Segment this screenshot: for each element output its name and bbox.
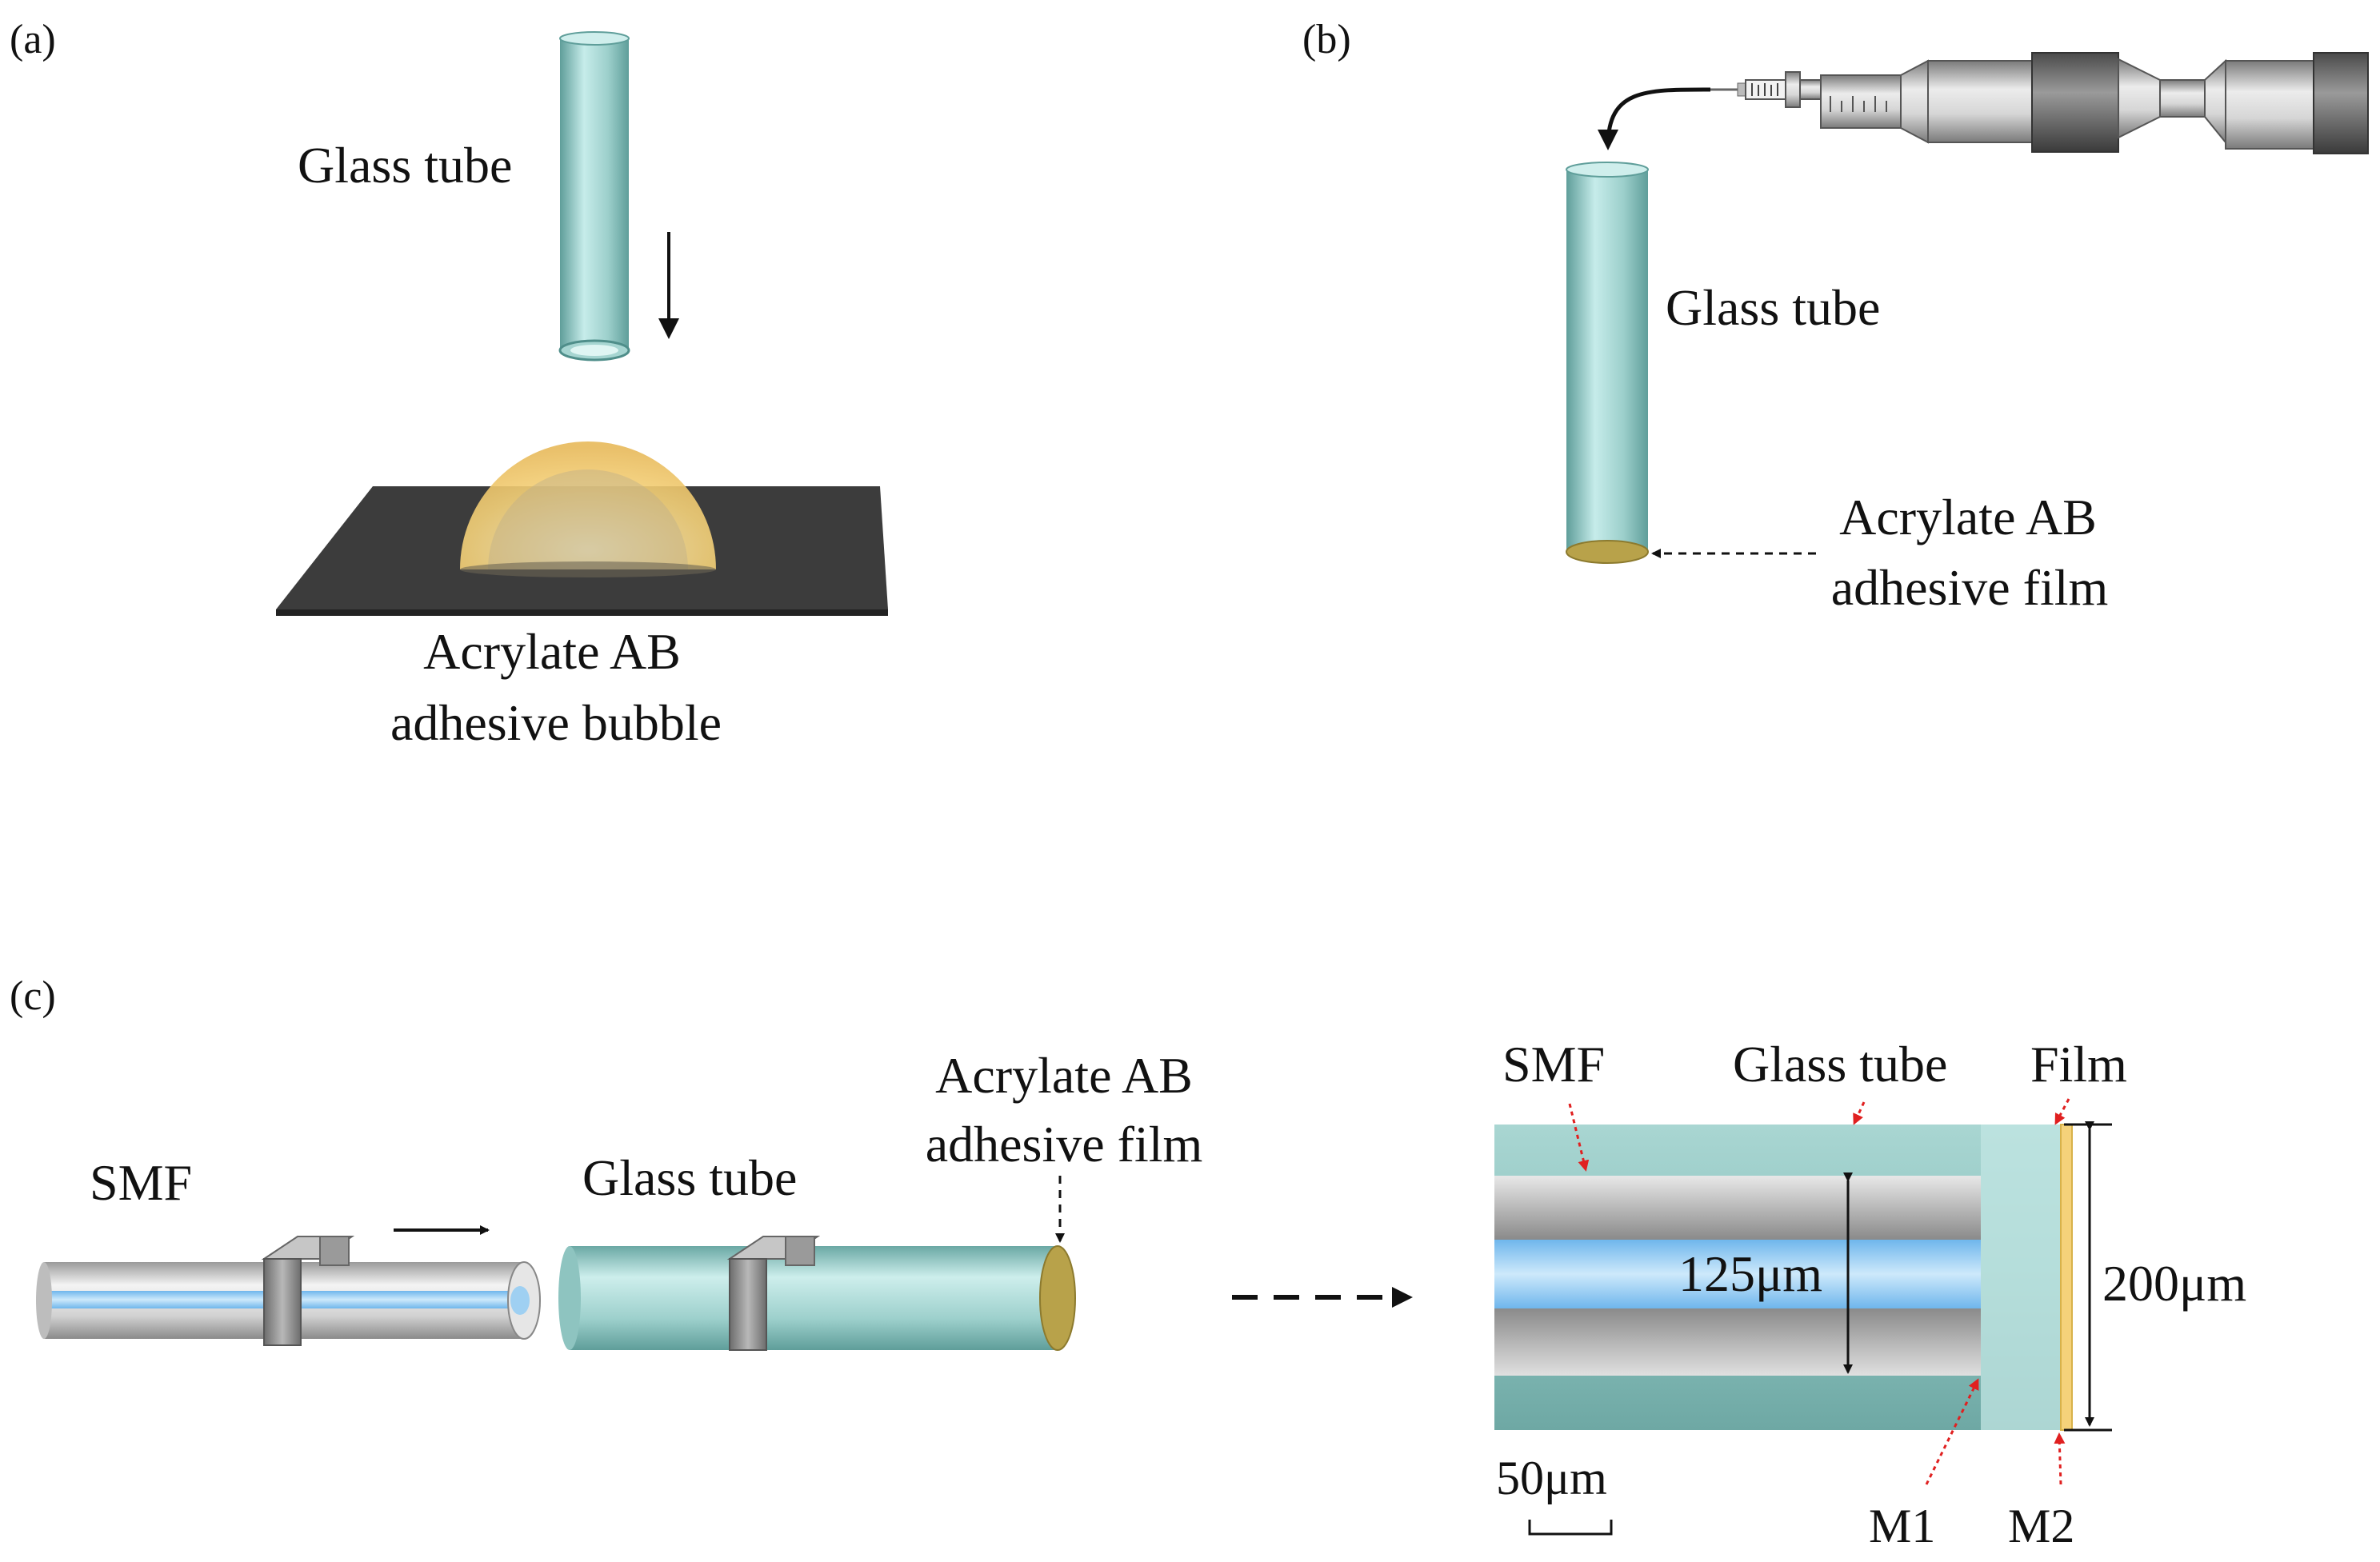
dispense-arrow [1598, 87, 1711, 150]
detail-film-label: Film [2030, 1036, 2127, 1093]
panel-c: (c) SMF Glass tube Acry [10, 973, 2246, 1552]
smf-label-c: SMF [90, 1154, 192, 1211]
film-label-b-line1: Acrylate AB [1839, 489, 2097, 545]
detail-glass-tube-label: Glass tube [1733, 1036, 1947, 1093]
detail-smf-label: SMF [1502, 1036, 1605, 1093]
detail-core [1494, 1240, 1981, 1308]
m2-label: M2 [2008, 1500, 2074, 1552]
m1-label: M1 [1869, 1500, 1935, 1552]
film-label-c-line2: adhesive film [926, 1116, 1203, 1172]
film-label-c-line1: Acrylate AB [935, 1047, 1193, 1104]
detail-cladding-top [1494, 1176, 1981, 1240]
glass-tube-label-a: Glass tube [298, 137, 512, 194]
panel-a: (a) Glass tube Acrylate AB adhesive bubb… [10, 17, 888, 751]
fiber-clamp [261, 1236, 355, 1346]
adhesive-bubble [460, 441, 716, 577]
red-pointers [1568, 1098, 2070, 1485]
outer-dimension-label: 200μm [2102, 1255, 2246, 1312]
adhesive-film-b [1566, 540, 1649, 564]
bubble-label-line1: Acrylate AB [423, 623, 681, 680]
core-dimension-label: 125μm [1678, 1245, 1822, 1302]
scale-bar [1528, 1520, 1613, 1536]
film-label-b-line2: adhesive film [1831, 559, 2109, 616]
panel-b: (b) [1302, 17, 2369, 616]
glass-tube-b [1566, 162, 1649, 564]
detail-film [2060, 1124, 2073, 1431]
bubble-label-line2: adhesive bubble [390, 694, 722, 751]
panel-b-tag: (b) [1302, 17, 1351, 62]
adhesive-film-c [1039, 1245, 1076, 1351]
scale-bar-label: 50μm [1496, 1452, 1607, 1504]
panel-a-tag: (a) [10, 17, 56, 62]
glass-tube-c [558, 1245, 1076, 1351]
syringe [1710, 52, 2369, 154]
glass-tube-a [558, 31, 630, 362]
glass-tube-label-b: Glass tube [1666, 279, 1880, 336]
tube-clamp [726, 1236, 821, 1351]
glass-tube-label-c: Glass tube [582, 1149, 797, 1206]
cross-section-detail [1494, 1124, 2073, 1431]
panel-c-tag: (c) [10, 973, 56, 1019]
detail-cladding-bottom [1494, 1308, 1981, 1376]
